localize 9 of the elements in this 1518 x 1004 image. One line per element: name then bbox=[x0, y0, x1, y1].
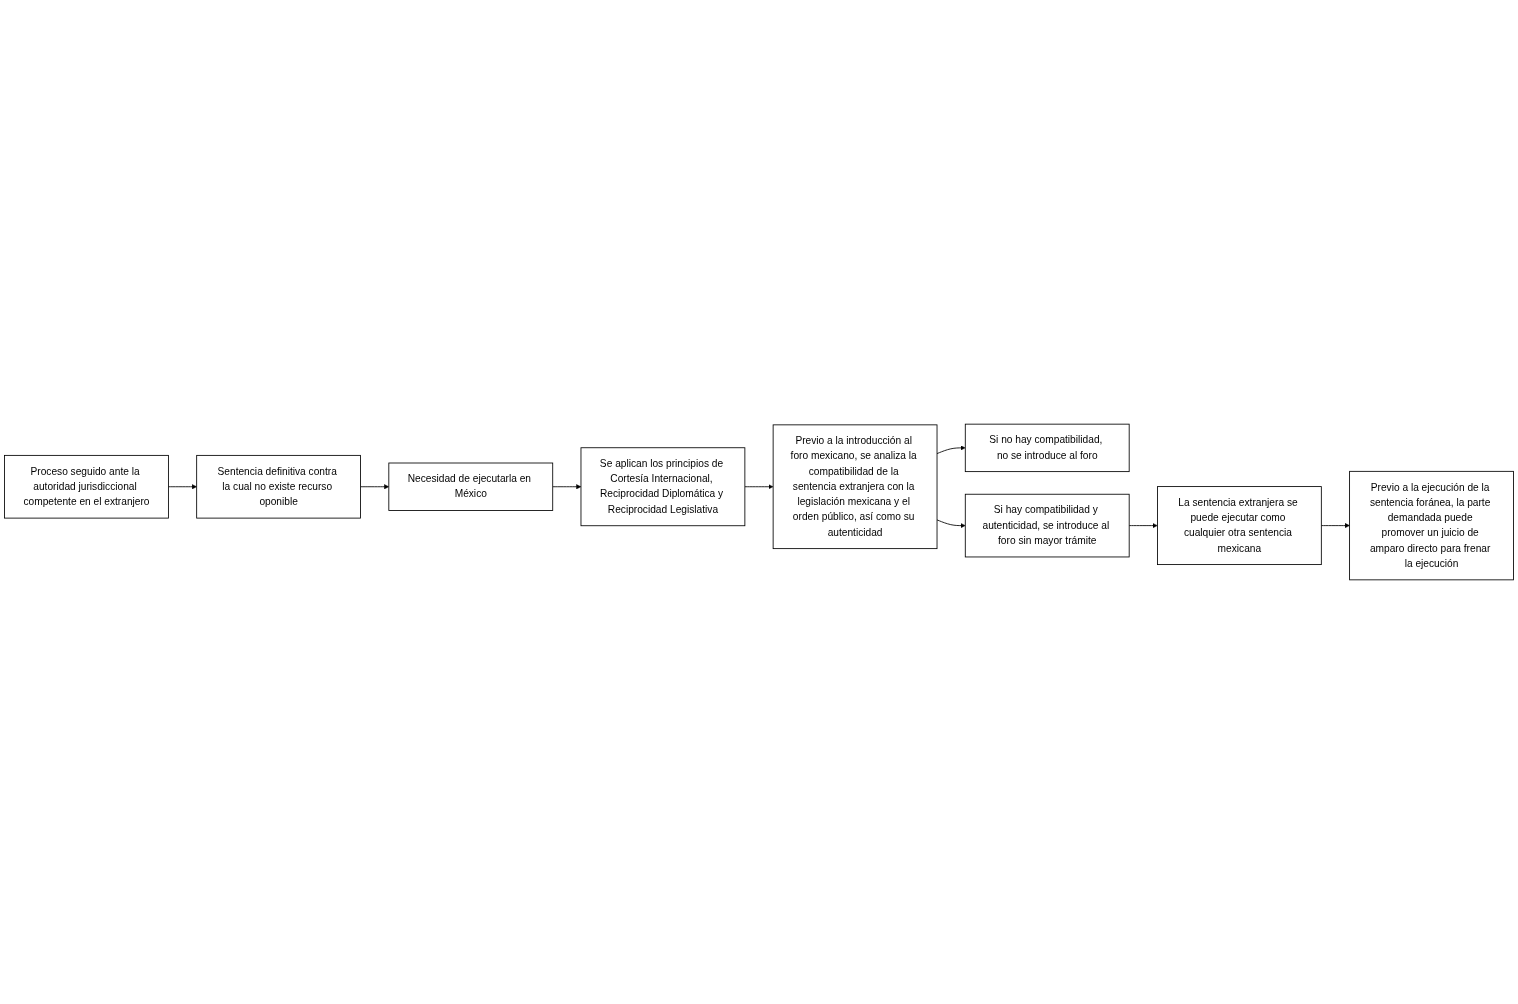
node-box: Proceso seguido ante la autoridad jurisdiccional competente en el extranjero bbox=[4, 454, 169, 519]
node-box: Si hay compatibilidad y autenticidad, se introduce al foro sin mayor trámite bbox=[964, 493, 1130, 558]
node-box: Previo a la introducción al foro mexicano, se analiza la compatibilidad de la sentencia extranjera con la legislación mexicana y el orden público, así como su autenticidad bbox=[772, 424, 938, 550]
node-box: Sentencia definitiva contra la cual no existe recurso oponible bbox=[196, 454, 361, 519]
node-box: Necesidad de ejecutarla en México bbox=[388, 462, 554, 511]
node-box: La sentencia extranjera se puede ejecutar como cualquier otra sentencia mexicana bbox=[1157, 486, 1322, 565]
node-box: Se aplican los principios de Cortesía Internacional, Reciprocidad Diplomática y Reciprocidad Legislativa bbox=[580, 447, 746, 527]
node-box: Previo a la ejecución de la sentencia foránea, la parte demandada puede promover un juicio de amparo directo para frenar la ejecución bbox=[1349, 470, 1514, 581]
node-box: Si no hay compatibilidad, no se introduce al foro bbox=[964, 423, 1130, 473]
